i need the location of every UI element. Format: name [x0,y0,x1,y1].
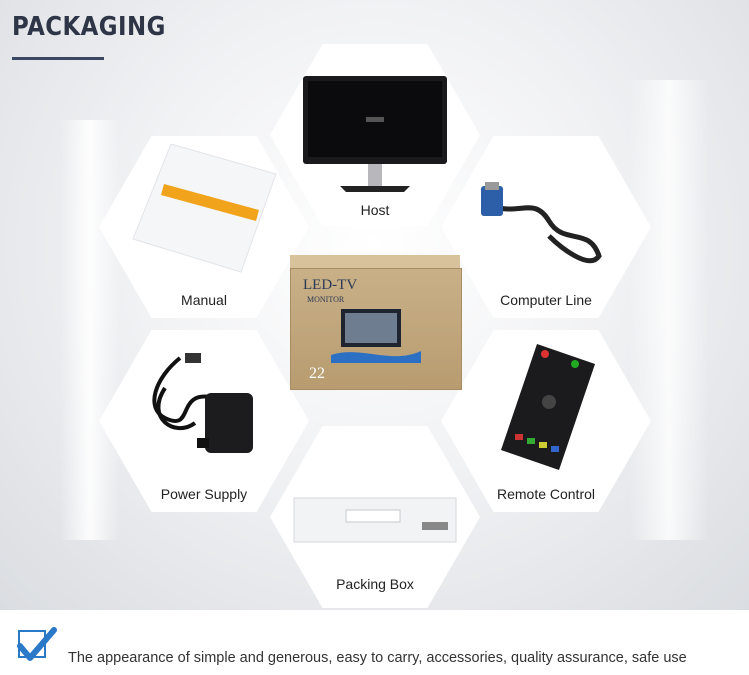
remote-control-label: Remote Control [496,486,596,502]
page-title: PACKAGING [12,12,166,42]
carton-monitor-graphic [331,309,421,363]
checkmark-icon [17,627,57,661]
footer-bar [0,618,749,675]
footer-text: The appearance of simple and generous, e… [68,650,687,666]
manual-label: Manual [181,292,227,308]
hex-power-supply: Power Supply [99,330,309,512]
carton-sub: MONITOR [307,295,345,304]
packing-box-image [293,497,457,543]
title-underline [12,57,104,60]
power-supply-label: Power Supply [160,486,248,502]
carton-box: LED-TV MONITOR 22 [290,268,462,390]
manual-image [132,144,277,273]
hex-remote-control: Remote Control [441,330,651,512]
power-adapter-image [152,353,253,453]
packing-box-label: Packing Box [336,576,414,592]
carton-top [290,255,460,269]
carton-brand: LED-TV [303,277,358,293]
host-label: Host [360,202,390,218]
vga-cable-image [481,182,602,264]
remote-image [501,344,595,470]
computer-line-label: Computer Line [500,292,592,308]
carton-size: 22 [309,365,325,382]
monitor-image [303,76,447,192]
